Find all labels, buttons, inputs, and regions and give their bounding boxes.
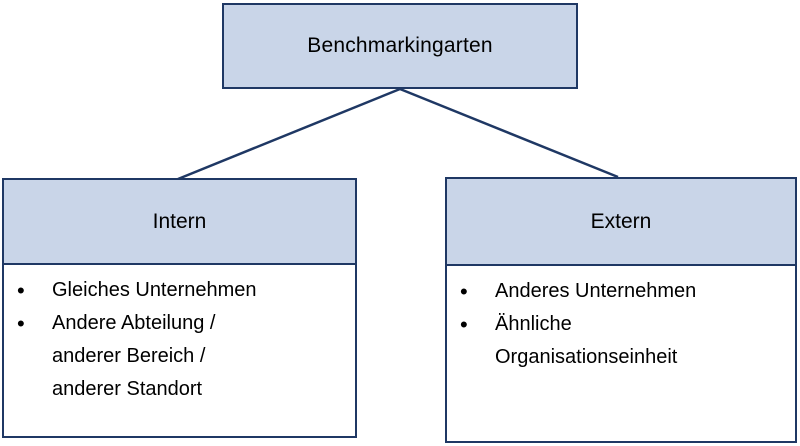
branch-box-intern: Intern Gleiches UnternehmenAndere Abteil… (2, 178, 357, 438)
branch-header-intern: Intern (4, 180, 355, 265)
connector-line-right (399, 87, 619, 179)
branch-title: Extern (590, 209, 652, 233)
bullet-item: Gleiches Unternehmen (10, 274, 349, 307)
bullet-list-intern: Gleiches UnternehmenAndere Abteilung /an… (10, 274, 349, 406)
branch-body-extern: Anderes UnternehmenÄhnlicheOrganisations… (447, 266, 795, 441)
root-box-title: Benchmarkingarten (307, 34, 493, 57)
bullet-item: Anderes Unternehmen (453, 275, 789, 308)
root-box-benchmarkingarten: Benchmarkingarten (222, 3, 578, 89)
connector-line-left (177, 87, 401, 181)
bullet-list-extern: Anderes UnternehmenÄhnlicheOrganisations… (453, 275, 789, 374)
branch-title: Intern (152, 209, 207, 233)
branch-body-intern: Gleiches UnternehmenAndere Abteilung /an… (4, 265, 355, 436)
bullet-item: Andere Abteilung /anderer Bereich /ander… (10, 307, 349, 406)
branch-header-extern: Extern (447, 179, 795, 266)
branch-box-extern: Extern Anderes UnternehmenÄhnlicheOrgani… (445, 177, 797, 443)
